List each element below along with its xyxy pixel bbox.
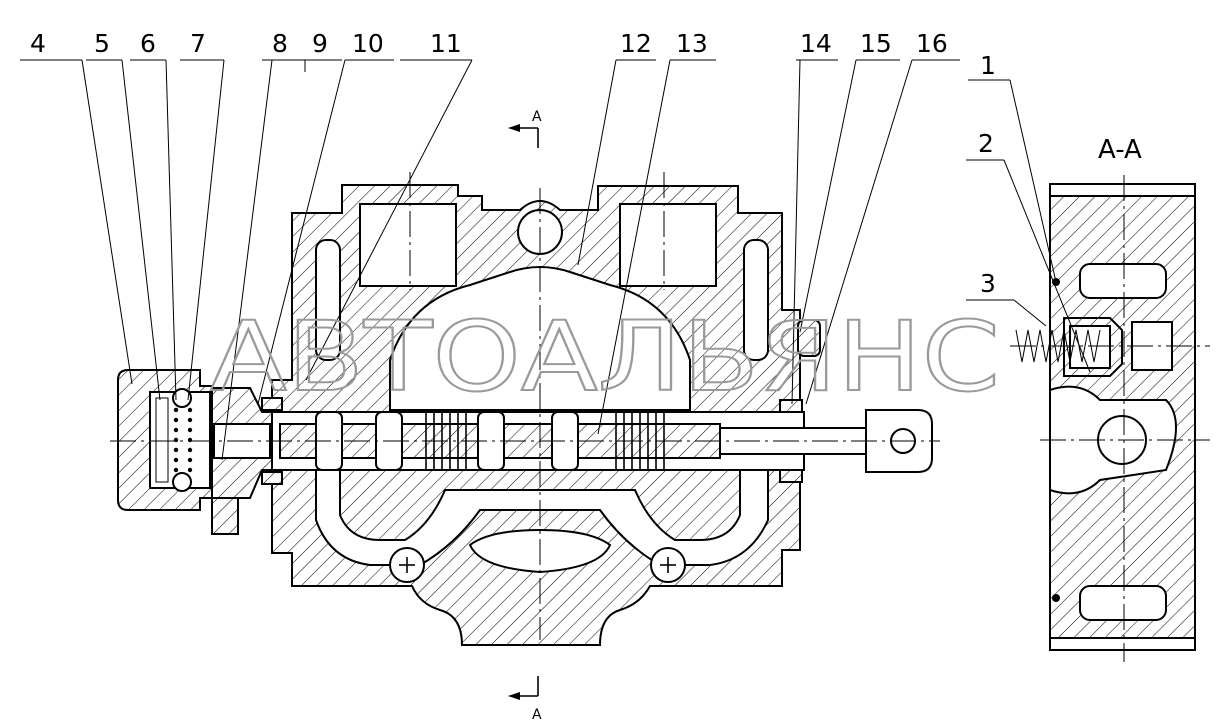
- callout-14: 14: [800, 29, 832, 58]
- bushing-lower: [211, 497, 239, 535]
- ball-bottom: [172, 472, 192, 492]
- callout-16: 16: [916, 29, 948, 58]
- spring-chamber: [149, 391, 211, 489]
- ball-top: [172, 388, 192, 408]
- callout-numbers: 4 5 6 7 8 9 10 11 12 13 14 15 16 1 2 3: [30, 29, 996, 298]
- callout-6: 6: [140, 29, 156, 58]
- section-marker-bottom: A: [508, 676, 542, 723]
- right-channel: [743, 239, 769, 361]
- port-right: [619, 203, 717, 287]
- section-upper-slot: [1079, 263, 1167, 299]
- callout-2: 2: [978, 129, 994, 158]
- seal-block-16: [797, 319, 821, 357]
- section-spring: [1015, 329, 1101, 363]
- callout-10: 10: [352, 29, 384, 58]
- seal-left-top: [261, 397, 283, 411]
- callout-12: 12: [620, 29, 652, 58]
- callout-11: 11: [430, 29, 462, 58]
- section-letter-top: A: [532, 109, 542, 125]
- callout-1: 1: [980, 51, 996, 80]
- callout-7: 7: [190, 29, 206, 58]
- callout-5: 5: [94, 29, 110, 58]
- callout-4: 4: [30, 29, 46, 58]
- callout-15: 15: [860, 29, 892, 58]
- callout-3: 3: [980, 269, 996, 298]
- seal-right-bottom: [779, 469, 803, 483]
- section-letter-bottom: A: [532, 707, 542, 723]
- watermark-text: АВТОАЛЬЯНС: [210, 301, 1000, 413]
- center-lines: [110, 172, 940, 640]
- section-lower-slot: [1079, 585, 1167, 621]
- left-channel: [315, 239, 341, 361]
- section-marker-top: A: [508, 109, 542, 148]
- callout-8: 8: [272, 29, 288, 58]
- seal-right-top: [779, 399, 803, 413]
- leader-lines: [20, 59, 1091, 461]
- callout-9: 9: [312, 29, 328, 58]
- lower-passage: [315, 469, 769, 566]
- section-title: A-A: [1098, 135, 1142, 165]
- port-left: [359, 203, 457, 287]
- seal-left-bottom: [261, 471, 283, 485]
- section-view-a-a: A-A: [1010, 135, 1210, 662]
- spring-cap-assembly: [117, 369, 283, 535]
- callout-13: 13: [676, 29, 708, 58]
